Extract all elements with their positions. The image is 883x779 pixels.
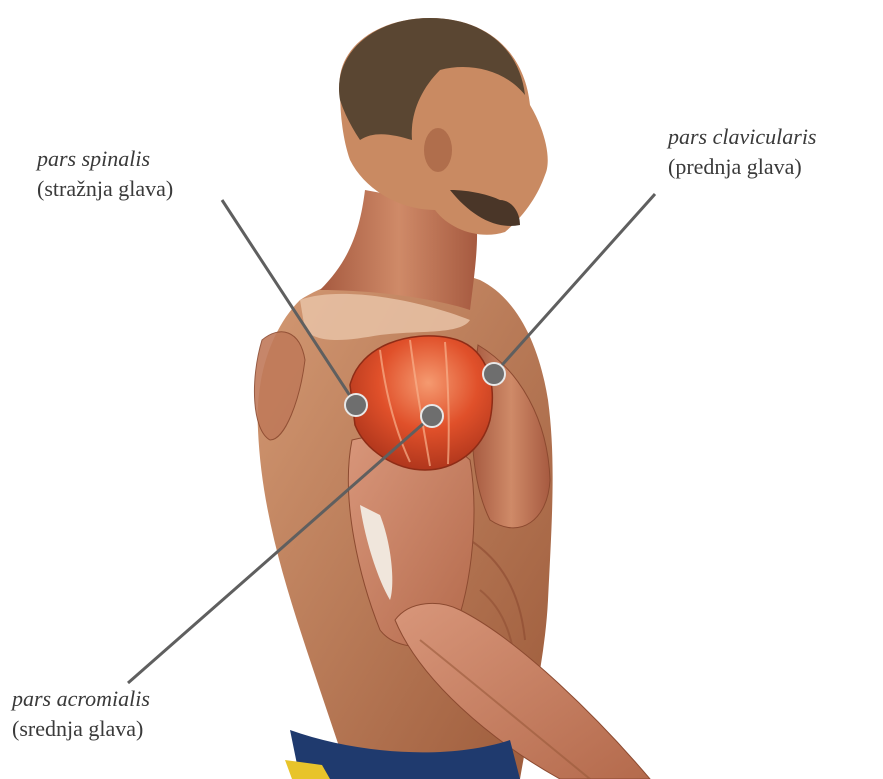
latin-name: pars spinalis <box>37 144 173 174</box>
local-name: (srednja glava) <box>12 714 150 744</box>
marker-spinalis <box>345 394 367 416</box>
label-pars-acromialis: pars acromialis (srednja glava) <box>12 684 150 744</box>
marker-clavicularis <box>483 363 505 385</box>
local-name: (stražnja glava) <box>37 174 173 204</box>
label-pars-spinalis: pars spinalis (stražnja glava) <box>37 144 173 204</box>
latin-name: pars acromialis <box>12 684 150 714</box>
marker-acromialis <box>421 405 443 427</box>
local-name: (prednja glava) <box>668 152 817 182</box>
label-pars-clavicularis: pars clavicularis (prednja glava) <box>668 122 817 182</box>
latin-name: pars clavicularis <box>668 122 817 152</box>
ear <box>424 128 452 172</box>
